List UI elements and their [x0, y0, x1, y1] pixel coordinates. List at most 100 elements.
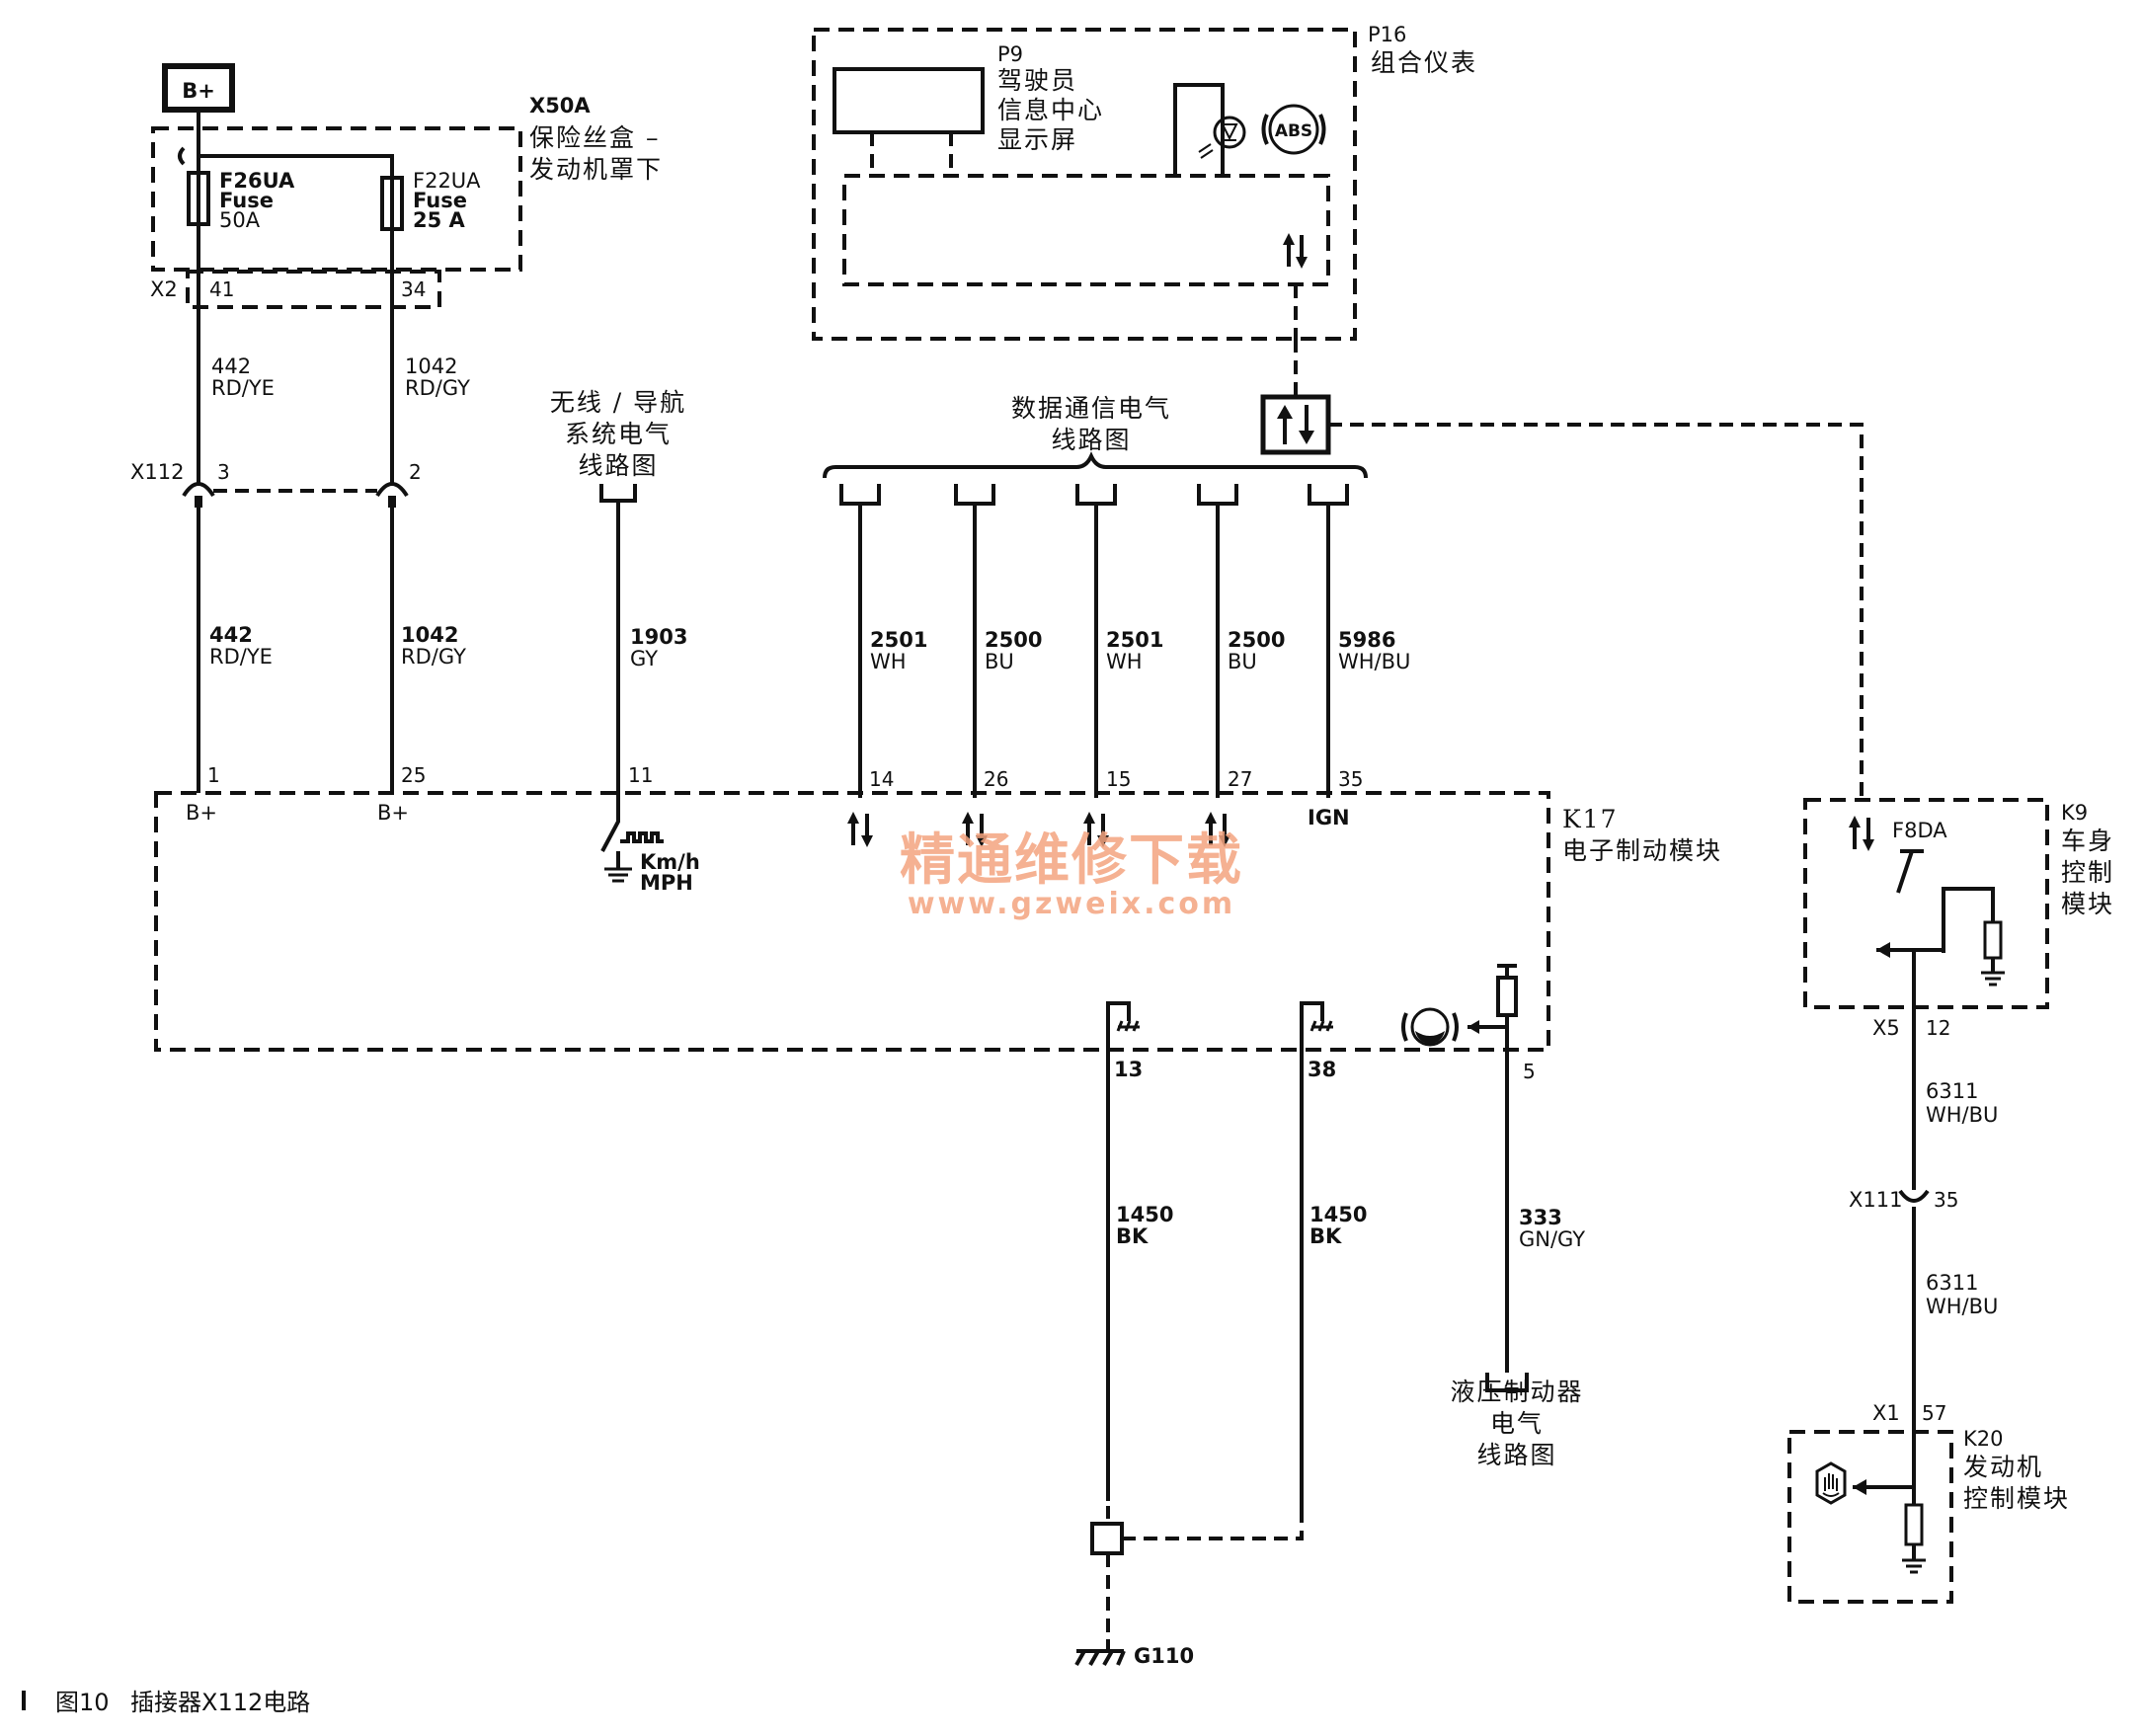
instrument-cluster-p16: P16 组合仪表 P9 驾驶员 信息中心 显示屏 ABS [812, 23, 1477, 341]
wire-333-color: GN/GY [1519, 1227, 1585, 1251]
bcm-pin: 12 [1926, 1016, 1950, 1040]
wire-1042-color-top: RD/GY [405, 376, 470, 400]
wire-1042-number-top: 1042 [405, 355, 457, 378]
parking-brake-hand-icon [1815, 1461, 1847, 1505]
fuse1-rating: 50A [219, 208, 261, 232]
x112-id: X112 [130, 460, 184, 484]
ebcm-data-arrows [847, 812, 1230, 847]
bcm-switch [1876, 849, 2005, 1007]
wire-1903-number: 1903 [630, 625, 687, 649]
wire-6311-number-top: 6311 [1926, 1079, 1978, 1103]
wire-5986-number: 5986 [1338, 628, 1395, 652]
battery-label: B+ [182, 79, 215, 103]
ecm-id: K20 [1963, 1427, 2004, 1451]
ecm-pin: 57 [1922, 1401, 1946, 1425]
speed-unit-mph: MPH [640, 871, 693, 895]
x112-pin-3: 3 [217, 460, 230, 484]
wire-2501a-color: WH [870, 650, 907, 673]
ebcm-pin-15: 15 [1106, 767, 1131, 791]
ebcm-pin-14: 14 [869, 767, 894, 791]
nav-ref-line3: 线路图 [578, 451, 658, 480]
hyd-ref-line3: 线路图 [1476, 1441, 1556, 1469]
x111-pin: 35 [1934, 1188, 1958, 1212]
bcm-id: K9 [2061, 801, 2088, 825]
dic-id: P9 [997, 42, 1023, 66]
wire-1450a-number: 1450 [1116, 1203, 1173, 1226]
ipc-name: 组合仪表 [1371, 48, 1477, 77]
nav-ref-line2: 系统电气 [565, 420, 672, 448]
wire-442-number-bottom: 442 [209, 623, 253, 647]
wire-2500b-number: 2500 [1228, 628, 1285, 652]
comm-ref-line1: 数据通信电气 [1011, 394, 1171, 423]
wire-1042-number-bottom: 1042 [401, 623, 458, 647]
ecm-connector: X1 [1872, 1401, 1900, 1425]
fuse2-id: F22UA [413, 169, 481, 193]
bcm-connector: X5 [1872, 1016, 1900, 1040]
wire-1450a-color: BK [1116, 1224, 1149, 1248]
dic-line3: 显示屏 [997, 125, 1077, 154]
fuse-f22ua: F22UA Fuse 25 A [380, 169, 481, 232]
data-comm-reference: 数据通信电气 线路图 [823, 339, 1864, 800]
dic-line2: 信息中心 [997, 96, 1104, 124]
nav-system-reference: 无线 / 导航 系统电气 线路图 1903 GY [550, 388, 687, 798]
ebcm-pin-11: 11 [628, 763, 653, 787]
ebcm-pin-26: 26 [984, 767, 1008, 791]
figure-caption: 图10 插接器X112电路 [22, 1689, 310, 1716]
data-wires: 2501 WH 2500 BU 2501 WH 2500 BU 5986 WH/… [839, 484, 1410, 798]
wire-2501a-number: 2501 [870, 628, 927, 652]
hyd-ref-line2: 电气 [1490, 1409, 1544, 1438]
wire-2500a-color: BU [985, 650, 1014, 673]
fuse1-id: F26UA [219, 169, 295, 193]
wire-6311: 6311 WH/BU X111 35 6311 WH/BU [1849, 1007, 1998, 1432]
connector-x112: X112 3 2 [130, 460, 422, 508]
ground-g110: G110 [1074, 1639, 1194, 1668]
hydraulic-brake-reference: 333 GN/GY 液压制动器 电气 线路图 [1450, 1086, 1585, 1469]
ebcm-pin-25: 25 [401, 763, 426, 787]
watermark-text-url: www.gzweix.com [908, 887, 1235, 921]
power-wires: 442 RD/YE 1042 RD/GY X112 3 2 442 RD/YE … [130, 224, 470, 793]
fuse1-type: Fuse [219, 189, 274, 212]
brake-fluid-level-icon [1401, 964, 1518, 1086]
ecm-line1: 发动机 [1963, 1453, 2043, 1481]
x112-pin-2: 2 [409, 460, 422, 484]
ebcm-bplus-2: B+ [377, 801, 409, 825]
ebcm-pin-13: 13 [1114, 1058, 1143, 1081]
wire-333-number: 333 [1519, 1206, 1562, 1229]
connector-x111: X111 35 [1849, 1188, 1958, 1212]
abs-icon-text: ABS [1275, 121, 1312, 141]
bcm-line2: 控制 [2061, 858, 2114, 887]
wire-2501b-color: WH [1106, 650, 1143, 673]
wire-442-number-top: 442 [211, 355, 251, 378]
caption-figure-number: 图10 [55, 1689, 110, 1716]
ebcm-pin-5: 5 [1523, 1060, 1536, 1083]
ipc-id: P16 [1368, 23, 1406, 46]
driver-info-center-display-p9: P9 驾驶员 信息中心 显示屏 [833, 42, 1104, 176]
nav-ref-line1: 无线 / 导航 [550, 388, 686, 417]
fuse2-rating: 25 A [413, 208, 466, 232]
fuse2-type: Fuse [413, 189, 467, 212]
ebcm-pin-1: 1 [207, 763, 220, 787]
brake-warning-lamp [1173, 83, 1246, 176]
body-control-module-k9: K9 车身 控制 模块 F8DA X5 12 [1803, 798, 2114, 1040]
bcm-data-arrows [1849, 816, 1874, 851]
wire-5986-color: WH/BU [1338, 650, 1410, 673]
watermark: 精通维修下载 www.gzweix.com [900, 828, 1241, 921]
ground-id: G110 [1134, 1644, 1194, 1668]
wire-1450b-color: BK [1309, 1224, 1342, 1248]
wire-2500b-color: BU [1228, 650, 1257, 673]
ebcm-ign-label: IGN [1308, 806, 1350, 829]
wire-2501b-number: 2501 [1106, 628, 1163, 652]
ebcm-name: 电子制动模块 [1562, 836, 1722, 865]
abs-icon: ABS [1261, 104, 1326, 155]
fuse-f26ua: F26UA Fuse 50A [187, 169, 295, 232]
ipc-data-arrows [1283, 233, 1308, 269]
battery-power-source: B+ [162, 63, 235, 133]
wire-1042-color-bottom: RD/GY [401, 645, 466, 669]
wire-442-color-top: RD/YE [211, 376, 275, 400]
wire-6311-color-bottom: WH/BU [1926, 1295, 1998, 1318]
hyd-ref-line1: 液压制动器 [1450, 1378, 1583, 1406]
fuse-box-name-line2: 发动机罩下 [529, 155, 663, 184]
fuse-box-pin-34: 34 [401, 277, 426, 301]
ebcm-ground-pins [1106, 1001, 1333, 1050]
ebcm-bplus-1: B+ [186, 801, 217, 825]
